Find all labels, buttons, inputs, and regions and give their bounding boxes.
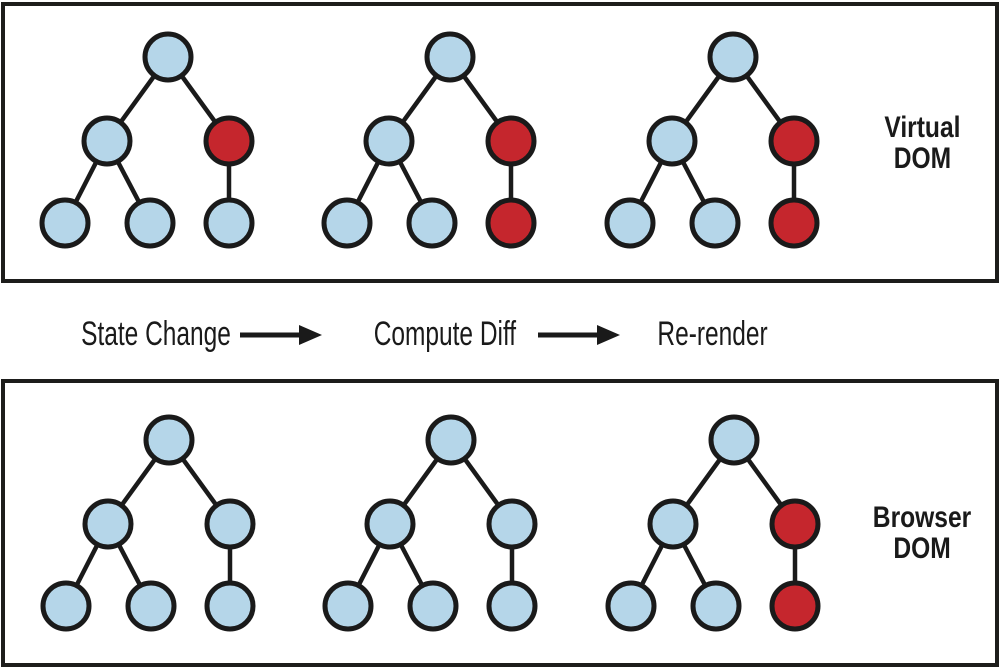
tree-node-right-child-changed	[769, 498, 821, 550]
tree-node-right-child-changed	[203, 115, 255, 167]
tree-node-left-right-leaf-unchanged	[689, 197, 741, 249]
tree-node-left-child-unchanged	[363, 115, 415, 167]
tree-node-left-right-leaf-unchanged	[124, 197, 176, 249]
tree-node-right-child-leaf-changed	[768, 197, 820, 249]
tree-node-left-child-unchanged	[81, 115, 133, 167]
step-compute-diff: Compute Diff	[346, 310, 516, 358]
step-compute-diff-label: Compute Diff	[373, 315, 517, 353]
step-state-change-label: State Change	[81, 315, 231, 353]
tree-node-root-unchanged	[707, 31, 759, 83]
tree-node-right-child-leaf-unchanged	[204, 580, 256, 632]
step-re-render-label: Re-render	[657, 315, 769, 353]
tree-node-right-child-leaf-unchanged	[203, 197, 255, 249]
virtual-dom-tree-3	[604, 31, 820, 249]
step-re-render: Re-render	[628, 310, 798, 358]
tree-node-right-child-changed	[485, 115, 537, 167]
virtual-dom-tree-2	[321, 31, 537, 249]
tree-node-left-right-leaf-unchanged	[125, 580, 177, 632]
arrow-right-icon	[538, 325, 620, 345]
tree-node-right-child-leaf-changed	[485, 197, 537, 249]
tree-node-right-child-unchanged	[204, 498, 256, 550]
tree-node-root-unchanged	[424, 31, 476, 83]
browser-dom-tree-3	[605, 414, 821, 632]
virtual-dom-tree-1	[39, 31, 255, 249]
tree-node-left-left-leaf-unchanged	[605, 580, 657, 632]
tree-node-left-child-unchanged	[647, 498, 699, 550]
tree-node-left-right-leaf-unchanged	[690, 580, 742, 632]
browser-dom-tree-1	[40, 414, 256, 632]
tree-node-right-child-changed	[768, 115, 820, 167]
tree-node-left-child-unchanged	[646, 115, 698, 167]
step-state-change: State Change	[52, 310, 231, 358]
tree-node-right-child-leaf-changed	[769, 580, 821, 632]
tree-node-left-left-leaf-unchanged	[39, 197, 91, 249]
tree-node-left-left-leaf-unchanged	[40, 580, 92, 632]
tree-node-root-unchanged	[425, 414, 477, 466]
tree-node-left-left-leaf-unchanged	[322, 580, 374, 632]
tree-node-root-unchanged	[143, 414, 195, 466]
tree-node-root-unchanged	[708, 414, 760, 466]
tree-node-left-child-unchanged	[364, 498, 416, 550]
tree-node-left-left-leaf-unchanged	[604, 197, 656, 249]
tree-node-right-child-leaf-unchanged	[486, 580, 538, 632]
tree-node-left-right-leaf-unchanged	[407, 580, 459, 632]
tree-node-left-child-unchanged	[82, 498, 134, 550]
arrow-right-icon	[240, 325, 322, 345]
tree-node-right-child-unchanged	[486, 498, 538, 550]
tree-node-root-unchanged	[142, 31, 194, 83]
tree-node-left-right-leaf-unchanged	[406, 197, 458, 249]
browser-dom-tree-2	[322, 414, 538, 632]
tree-node-left-left-leaf-unchanged	[321, 197, 373, 249]
